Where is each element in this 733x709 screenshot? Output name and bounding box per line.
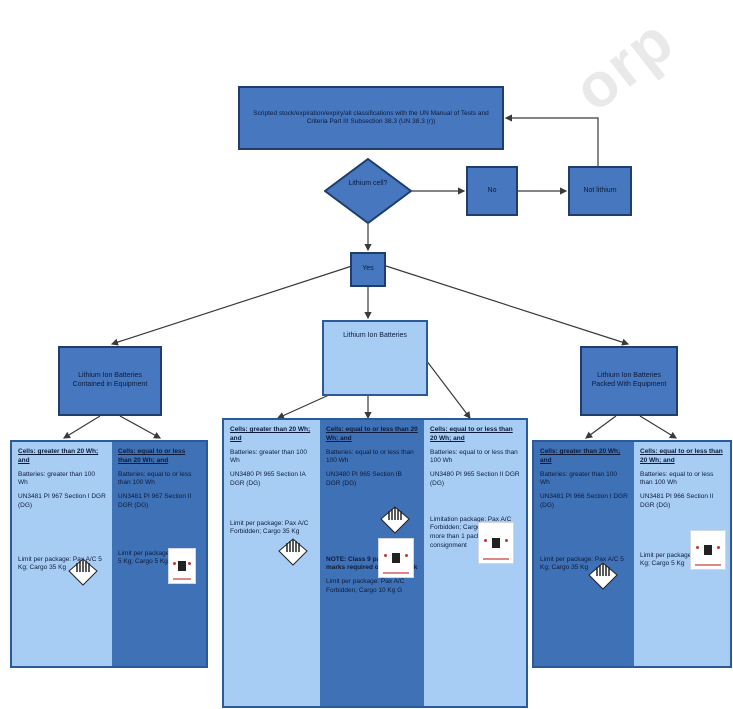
cell-label: Cells: greater than 20 Wh; and [18,448,99,464]
un-text: UN3480 PI 965 Section IB DGR (DG) [326,471,402,487]
battery-text: Batteries: greater than 100 Wh [230,448,307,465]
class-9-hazard-label-icon [278,538,308,566]
battery-text: Batteries: equal to or less than 100 Wh [640,470,714,487]
limit-text: Limitation package: Pax A/C Forbidden; C… [430,515,512,549]
un-text: UN3480 PI 965 Section IA DGR (DG) [230,471,306,487]
panel-left-col2: Cells: equal to or less than 20 Wh; and … [112,442,206,666]
cell-label: Cells: equal to or less than 20 Wh; and [326,426,418,442]
decision-label: Lithium cell? [348,180,388,187]
branch-right-box: Lithium Ion Batteries Packed With Equipm… [580,346,678,416]
limit-text: Limit per package: Pax A/C Forbidden; Ca… [326,578,405,594]
not-regulated-box: Not lithium [568,166,632,216]
class-9-hazard-label-icon [588,562,618,590]
class-9-hazard-label-icon [380,506,410,534]
cell-label: Cells: equal to or less than 20 Wh; and [640,448,723,464]
panel-left [10,440,208,668]
limit-text: Limit per package: Pax A/C Forbidden; Ca… [230,519,309,536]
lithium-battery-mark-icon [168,548,196,584]
branch-left-box: Lithium Ion Batteries Contained in Equip… [58,346,162,416]
un-text: UN3480 PI 965 Section II DGR (DG) [430,471,520,487]
battery-text: Batteries: greater than 100 Wh [18,470,95,487]
cell-label: Cells: equal to or less than 20 Wh; and [118,448,186,464]
un-text: UN3481 PI 967 Section I DGR (DG) [18,493,106,509]
decision-diamond [324,158,412,224]
classification-box: Scripted stock/expiration/expiry/all cla… [238,86,504,150]
limit-text: Limit per package: Pax A/C 5 Kg; Cargo 5… [118,549,197,566]
un-text: UN3481 PI 966 Section I DGR (DG) [540,493,628,509]
panel-right-col1: Cells: greater than 20 Wh; and Batteries… [534,442,634,666]
yes-box: Yes [350,252,386,287]
lithium-battery-mark-icon [378,538,414,578]
lithium-battery-mark-icon [478,522,514,564]
battery-text: Batteries: equal to or less than 100 Wh [430,448,518,465]
panel-left-col1: Cells: greater than 20 Wh; and Batteries… [12,442,112,666]
panel-center [222,418,528,708]
cell-label: Cells: greater than 20 Wh; and [540,448,621,464]
cell-label: Cells: greater than 20 Wh; and [230,426,311,442]
un-text: UN3481 PI 967 Section II DGR (DG) [118,493,192,509]
note-text: NOTE: Class 9 package and marks required… [326,555,418,572]
battery-text: Batteries: equal to or less than 100 Wh [118,470,192,487]
panel-right [532,440,732,668]
panel-center-col1: Cells: greater than 20 Wh; and Batteries… [224,420,320,706]
no-box: No [466,166,518,216]
lithium-battery-mark-icon [690,530,726,570]
limit-text: Limit per package: Pax A/C 5 Kg; Cargo 3… [540,555,624,572]
un-text: UN3481 PI 966 Section II DGR (DG) [640,493,714,509]
cell-label: Cells: equal to or less than 20 Wh; and [430,426,513,442]
branch-center-box: Lithium Ion Batteries [322,320,428,396]
limit-text: Limit per package: Pax A/C 5 Kg; Cargo 5… [640,551,724,568]
battery-text: Batteries: equal to or less than 100 Wh [326,448,414,465]
limit-text: Limit per package: Pax A/C 5 Kg; Cargo 3… [18,555,102,572]
battery-text: Batteries: greater than 100 Wh [540,470,617,487]
class-9-hazard-label-icon [68,558,98,586]
